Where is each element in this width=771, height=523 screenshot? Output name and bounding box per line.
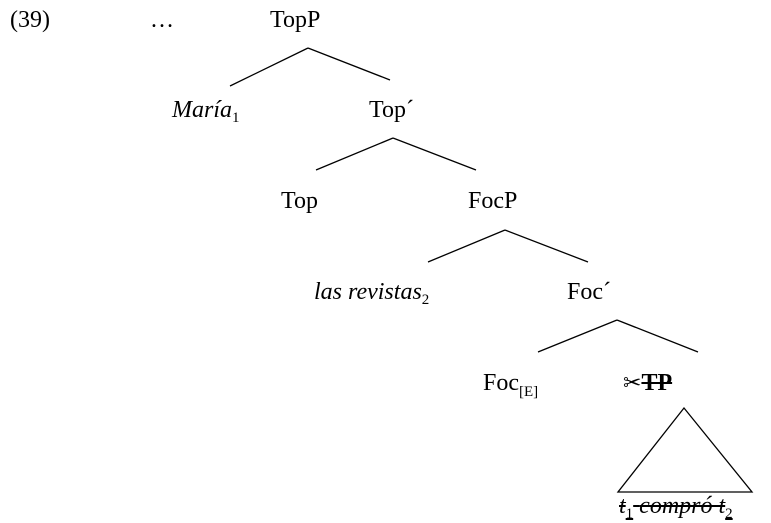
elided-t2: t [718,493,726,519]
elided-verb: compró [639,493,713,519]
node-foc-bar: Foc´ [567,279,611,305]
branch-focbar-tp [616,319,699,353]
node-top-bar: Top´ [369,97,414,123]
branch-focp-revistas [427,229,506,263]
elided-t1: t [619,493,626,519]
elided-t2-index: 2 [725,506,733,522]
revistas-index: 2 [421,292,430,308]
tp-label: TP [641,370,673,396]
maria-index: 1 [232,110,240,126]
maria-text: María [172,97,232,123]
revistas-text: las revistas [314,279,422,305]
branch-topbar-focp [392,137,477,171]
example-number: (39) [10,7,50,33]
elided-tp-content: t1 compró t2 [619,492,733,523]
node-focp: FocP [468,188,518,214]
node-revistas: las revistas2 [314,278,429,309]
branch-topp-topbar [307,47,391,81]
foc-head-text: Foc [483,370,519,396]
foc-feature: [E] [519,384,539,400]
scissors-icon: ✂ [623,371,642,396]
node-foc-head: Foc[E] [483,369,538,400]
node-tp: ✂TP [623,369,672,398]
branch-focp-focbar [504,229,589,263]
node-topp: TopP [270,7,321,33]
ellipsis: … [150,7,174,33]
branch-focbar-foc [537,319,618,353]
node-top-head: Top [281,188,318,214]
branch-topbar-top [315,137,394,171]
branch-topp-maria [229,47,309,87]
node-maria: María1 [172,96,240,127]
tp-triangle [616,406,754,493]
elided-t1-index: 1 [625,506,634,522]
